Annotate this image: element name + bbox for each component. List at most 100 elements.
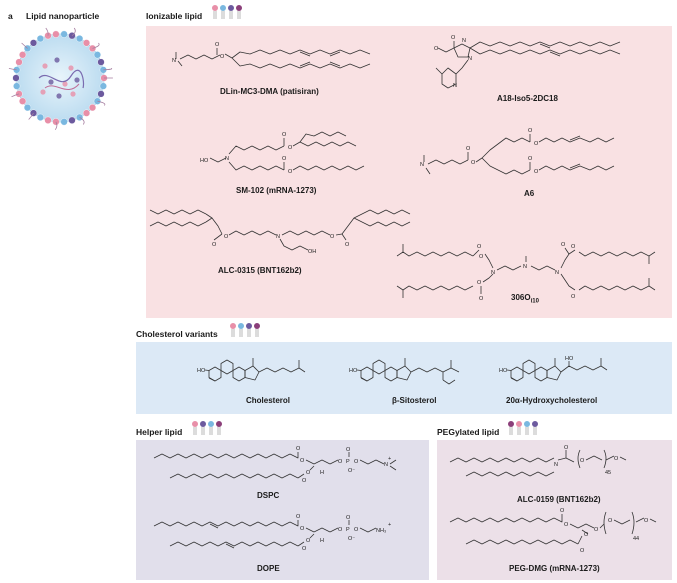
alc-0159-repeat-count: 45 <box>605 470 611 476</box>
svg-text:O: O <box>296 446 301 452</box>
inner-lipid-icon <box>70 91 76 97</box>
side-chain <box>560 365 608 373</box>
a6-structure: N O O O O O O <box>420 128 615 175</box>
peg-chain-icon <box>8 68 17 71</box>
svg-text:O: O <box>477 244 482 250</box>
hydroxyl-label: HO <box>499 368 508 374</box>
dspc-structure: O O H O P O O⁻ O N + O O <box>153 446 397 484</box>
svg-text:O: O <box>338 527 343 533</box>
hydroxyl-label: HO <box>349 368 358 374</box>
a18-iso5-2dc18-label: A18-Iso5-2DC18 <box>497 94 558 103</box>
steroid-core <box>506 358 608 382</box>
lipid-head-icon <box>88 103 97 112</box>
svg-text:O: O <box>296 514 301 520</box>
lipid-nanoparticle-illustration <box>8 27 114 131</box>
lipid-head-icon <box>19 51 27 59</box>
sm-102-structure: HO N O O O O <box>200 131 365 175</box>
inner-lipid-icon <box>74 77 80 83</box>
lipid-head-icon <box>68 116 76 124</box>
sm-102-label: SM-102 (mRNA-1273) <box>236 186 317 195</box>
svg-text:+: + <box>388 456 391 462</box>
lipid-head-icon <box>60 118 68 126</box>
svg-text:O: O <box>466 146 471 152</box>
svg-text:O: O <box>608 518 613 524</box>
svg-text:O: O <box>471 160 476 166</box>
lipid-head-icon <box>97 90 105 98</box>
svg-text:N: N <box>554 462 558 468</box>
alc-0315-label: ALC-0315 (BNT162b2) <box>218 266 302 275</box>
ethyl-branch <box>442 379 456 385</box>
steroid-ring <box>534 366 548 382</box>
nanoparticle-title: Lipid nanoparticle <box>26 11 100 21</box>
peg-chain-icon <box>21 42 28 49</box>
lipid-head-icon <box>228 5 234 11</box>
lipid-head-icon <box>82 39 91 47</box>
steroid-core <box>356 358 460 385</box>
svg-text:O: O <box>306 470 311 476</box>
svg-text:O: O <box>451 35 456 41</box>
steroid-ring <box>220 359 234 375</box>
beta-sitosterol-structure: HO <box>349 358 460 385</box>
dope-structure: O O H O P O O⁻ O NH₃ + O O <box>153 514 391 552</box>
svg-text:H: H <box>320 538 324 544</box>
svg-text:O⁻: O⁻ <box>348 536 355 542</box>
306oi10-label-main: 306O <box>511 293 531 302</box>
svg-text:N: N <box>276 234 280 240</box>
helper-lipid-panel <box>136 440 429 580</box>
svg-text:O: O <box>571 244 576 250</box>
svg-text:O: O <box>528 128 533 134</box>
svg-text:P: P <box>346 527 350 533</box>
double-bond <box>360 377 368 382</box>
peg-chain-icon <box>28 112 34 120</box>
peg-chain-icon <box>11 93 20 98</box>
svg-text:O: O <box>644 518 649 524</box>
peg-chain-icon <box>103 68 113 71</box>
svg-text:O: O <box>580 548 585 554</box>
svg-text:HO: HO <box>200 158 209 164</box>
steroid-core <box>204 358 306 382</box>
figure-letter: a <box>8 11 13 21</box>
20-alpha-hydroxycholesterol-label: 20α-Hydroxycholesterol <box>506 396 598 405</box>
alc-0159-label: ALC-0159 (BNT162b2) <box>517 495 601 504</box>
lipid-head-icon <box>13 82 21 90</box>
lipid-head-icon <box>93 51 102 59</box>
peg-chain-icon <box>92 42 100 49</box>
dlin-mc3-dma-structure: N O O <box>172 42 371 69</box>
svg-text:N: N <box>172 58 176 64</box>
svg-text:O: O <box>330 234 335 240</box>
cholesterol-label: Cholesterol <box>246 396 291 405</box>
lipid-head-icon <box>212 5 218 11</box>
306oi10-label: 306Oi10 <box>511 293 539 305</box>
lipid-head-icon <box>220 5 226 11</box>
cholesterol-variants-panel <box>136 342 672 414</box>
pegylated-lipid-title: PEGylated lipid <box>437 427 500 437</box>
svg-text:+: + <box>388 522 391 528</box>
lipid-head-icon <box>75 35 84 43</box>
lipid-head-icon <box>246 323 252 329</box>
lipid-head-icon <box>52 30 60 38</box>
svg-text:O: O <box>564 445 569 451</box>
svg-text:OH: OH <box>308 249 316 255</box>
svg-text:N: N <box>491 270 495 276</box>
lipid-head-icon <box>230 323 236 329</box>
lipid-head-icon <box>254 323 260 329</box>
cholesterol-structure: HO <box>197 358 306 382</box>
svg-text:N: N <box>462 38 466 44</box>
mrna-strand-icon <box>38 69 85 89</box>
306oi10-structure: O O N O O N N O O O <box>396 242 656 302</box>
svg-text:O: O <box>614 456 619 462</box>
svg-text:O: O <box>560 508 565 514</box>
lipid-head-icon <box>36 113 45 122</box>
svg-text:O: O <box>300 458 305 464</box>
side-chain <box>258 367 306 373</box>
svg-text:N: N <box>453 83 457 89</box>
svg-text:O: O <box>345 242 350 248</box>
svg-text:O: O <box>580 458 585 464</box>
svg-text:N: N <box>468 56 472 62</box>
svg-text:O: O <box>338 459 343 465</box>
lipid-head-icon <box>516 421 522 427</box>
svg-text:N: N <box>384 462 388 468</box>
steroid-ring <box>522 359 536 375</box>
svg-text:O: O <box>477 280 482 286</box>
pegylated-lipid-panel <box>437 440 672 580</box>
